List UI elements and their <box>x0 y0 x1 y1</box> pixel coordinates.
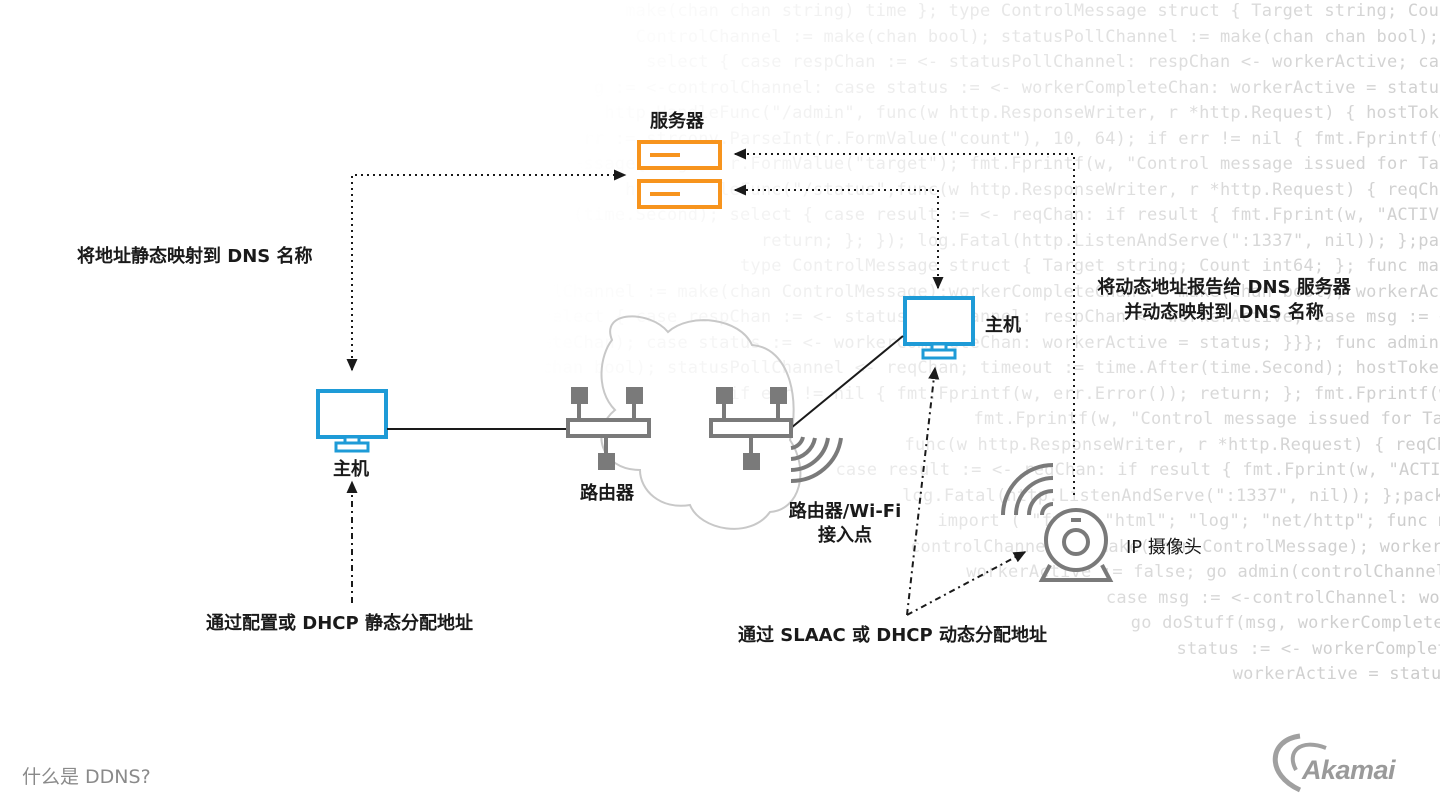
static-dns-link <box>346 169 627 372</box>
dynamic-report-label-line1: 将动态地址报告给 DNS 服务器 <box>1097 277 1351 298</box>
server-icon <box>637 140 722 209</box>
dynamic-report-label-line2: 并动态映射到 DNS 名称 <box>1124 302 1324 323</box>
ip-camera-label: IP 摄像头 <box>1126 537 1202 558</box>
static-assign-label: 通过配置或 DHCP 静态分配地址 <box>206 613 473 634</box>
dynamic-assign-camera-arrow <box>906 551 1027 616</box>
host-left-icon <box>316 389 388 453</box>
host-right-label: 主机 <box>985 315 1021 336</box>
page-title: 什么是 DDNS? <box>22 766 151 788</box>
wifi-router-label-line1: 路由器/Wi-Fi <box>788 501 902 522</box>
host-right-icon <box>903 296 975 360</box>
wifi-signal-icon <box>790 436 843 484</box>
akamai-logo-icon <box>1272 733 1327 793</box>
router-label: 路由器 <box>580 483 634 504</box>
dynamic-assign-host-arrow <box>906 366 940 616</box>
wifi-router-host-link <box>790 335 904 429</box>
dynamic-host-link <box>733 184 944 290</box>
wifi-router-label-line2: 接入点 <box>818 525 872 546</box>
ip-camera-icon <box>1038 508 1114 582</box>
host-left-label: 主机 <box>333 459 369 480</box>
camera-wifi-signal-icon <box>1001 463 1054 516</box>
akamai-logo-text: Akamai <box>1302 755 1396 785</box>
static-mapping-label: 将地址静态映射到 DNS 名称 <box>77 246 313 267</box>
dynamic-assign-label: 通过 SLAAC 或 DHCP 动态分配地址 <box>738 625 1047 646</box>
router-icon <box>566 387 651 470</box>
wifi-router-icon <box>709 387 793 470</box>
server-label: 服务器 <box>650 111 704 132</box>
